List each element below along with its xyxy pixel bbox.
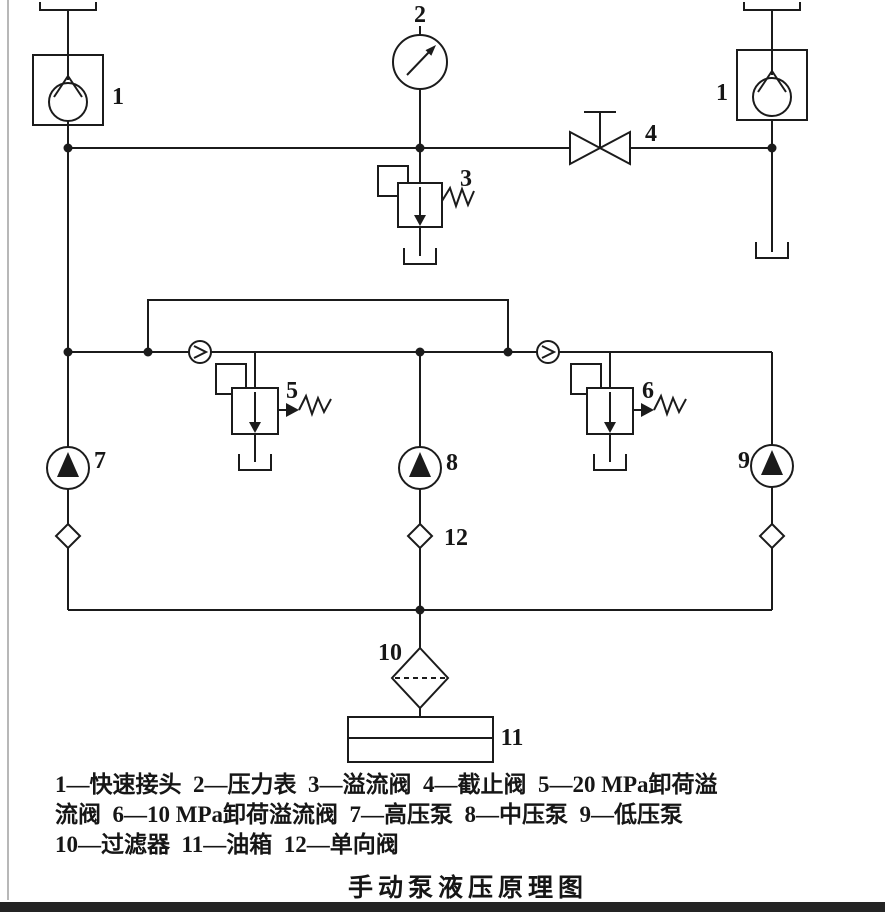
pump-triangle-icon [57,452,79,477]
coupler-check-ball-icon [48,82,88,122]
legend-line-2: 流阀 6—10 MPa卸荷溢流阀 7—高压泵 8—中压泵 9—低压泵 [55,801,683,827]
suction-check-valves [54,522,786,550]
pipe-pilot-loop [147,299,509,352]
tank-body [347,716,494,763]
oil-tank [347,716,494,763]
label-high-pressure-pump: 7 [94,448,106,474]
pump-triangle-icon [761,450,783,475]
check-valve-arrow-icon [193,345,209,359]
shutoff-valve-body-icon [569,130,603,166]
filter-body [390,646,450,710]
junction-dot [63,143,73,153]
label-unloading-valve-10mpa: 6 [642,378,654,404]
check-valve-arrow-icon [541,345,557,359]
relief-valve [377,165,475,265]
flow-arrowhead-icon [604,422,616,433]
spring-icon [298,393,332,417]
junction-dot [415,605,425,615]
check-valve-diamond-icon [406,522,434,550]
diagram-title: 手动泵液压原理图 [348,873,588,902]
junction-dot [767,143,777,153]
check-valve-diamond-icon [54,522,82,550]
label-coupler-right: 1 [716,80,728,106]
label-relief-valve: 3 [460,166,472,192]
inline-check-valve-right [536,340,560,364]
coupler-check-ball-icon [752,77,792,117]
pilot-arrow-icon [641,403,654,417]
coupler-poppet-icon [757,69,787,93]
unloading-valve-20mpa [215,363,332,471]
pump-triangle-icon [409,452,431,477]
legend-line-3: 10—过滤器 11—油箱 12—单向阀 [55,831,399,857]
spring-icon [441,185,475,210]
high-pressure-pump [46,446,90,490]
coupler-mating-half-icon [39,2,97,11]
junction-dot [503,347,513,357]
shutoff-valve-body-icon [597,130,631,166]
gauge-needle-tip-icon [425,45,436,56]
check-valve-diamond-icon [758,522,786,550]
label-shutoff-valve: 4 [645,121,657,147]
filter [390,646,450,710]
legend-line-1: 1—快速接头 2—压力表 3—溢流阀 4—截止阀 5—20 MPa卸荷溢 [55,771,718,797]
tank-drain-icon [755,242,789,259]
tank-drain-icon [593,454,627,471]
flow-arrowhead-icon [249,422,261,433]
label-coupler-left: 1 [112,84,124,110]
junction-dots [63,143,777,615]
label-filter: 10 [378,640,402,666]
label-medium-pressure-pump: 8 [446,450,458,476]
coupler-mating-half-icon [743,2,801,11]
junction-dot [415,347,425,357]
label-unloading-valve-20mpa: 5 [286,378,298,404]
unloading-valve-10mpa [570,363,687,471]
shutoff-valve [569,111,631,166]
quick-coupler-left [32,2,104,126]
legend: 1—快速接头 2—压力表 3—溢流阀 4—截止阀 5—20 MPa卸荷溢 流阀 … [55,771,718,857]
label-check-valve: 12 [444,525,468,551]
spring-icon [653,393,687,417]
gauge-needle-icon [406,50,431,76]
junction-dot [63,347,73,357]
medium-pressure-pump [398,446,442,490]
coupler-poppet-icon [53,74,83,98]
relief-valve-flow-arrowhead-icon [414,215,426,226]
pressure-gauge [392,26,448,90]
page-bottom-edge [0,902,885,912]
junction-dot [415,143,425,153]
pilot-arrow-icon [286,403,299,417]
tank-drain-icon [403,248,437,265]
label-low-pressure-pump: 9 [738,448,750,474]
junction-dot [143,347,153,357]
quick-coupler-right [736,2,808,259]
low-pressure-pump [750,444,794,488]
inline-check-valve-left [188,340,212,364]
label-oil-tank: 11 [501,725,524,751]
tank-drain-icon [238,454,272,471]
label-pressure-gauge: 2 [414,2,426,28]
